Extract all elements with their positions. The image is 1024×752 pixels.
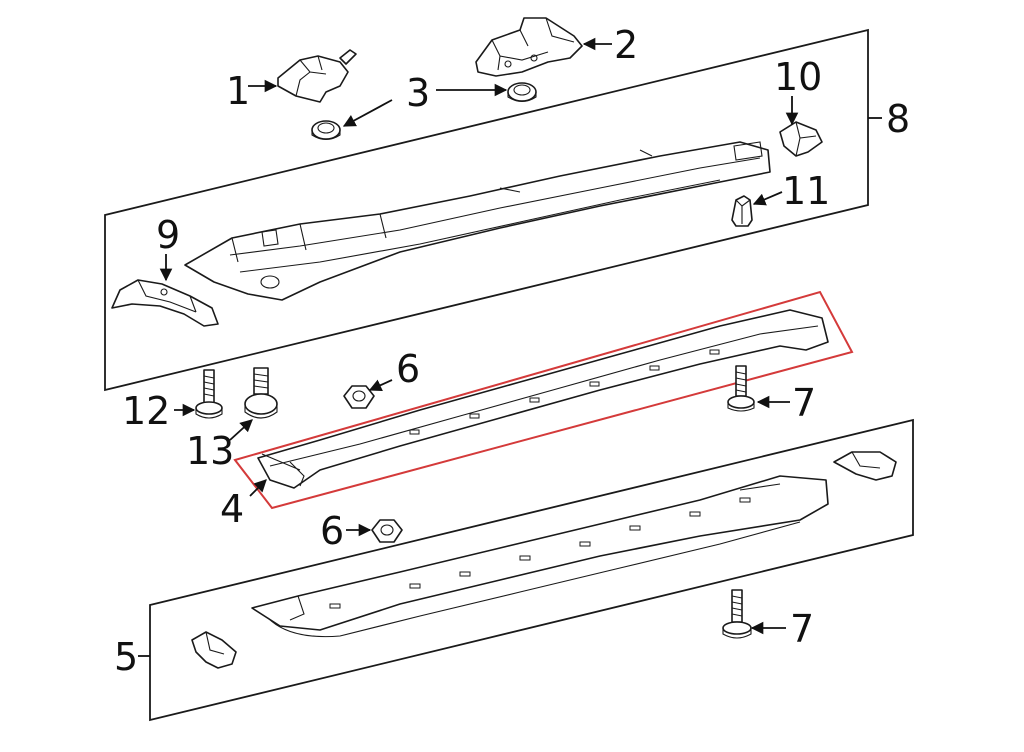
leader-3-lower [342, 99, 393, 127]
nut-part-6-lower[interactable] [371, 519, 403, 543]
leader-4 [249, 479, 267, 497]
upper-sill-rail[interactable] [184, 141, 771, 301]
callout-6-lower: 6 [320, 509, 344, 553]
callout-9: 9 [156, 213, 180, 257]
leader-13 [229, 419, 253, 441]
callout-1: 1 [226, 69, 250, 113]
lower-assembly-panel [149, 418, 914, 722]
callout-10: 10 [774, 55, 822, 99]
callout-4: 4 [220, 487, 244, 531]
screw-part-7-lower[interactable] [722, 589, 752, 639]
leader-11 [752, 191, 783, 206]
sill-molding-part-4[interactable] [257, 309, 829, 489]
callout-12: 12 [122, 389, 170, 433]
callout-3: 3 [406, 71, 430, 115]
rocker-cover-part-5[interactable] [251, 475, 829, 638]
callout-7-upper: 7 [792, 381, 816, 425]
screw-part-7-upper[interactable] [727, 365, 755, 412]
callout-2: 2 [614, 23, 638, 67]
upper-assembly-panel [104, 28, 869, 392]
pin-part-11[interactable] [731, 195, 753, 227]
clip-lower-right[interactable] [833, 451, 897, 481]
leader-6-upper [368, 379, 393, 392]
clip-part-10[interactable] [779, 121, 823, 157]
callout-6-upper: 6 [396, 347, 420, 391]
stud-part-13[interactable] [244, 367, 278, 419]
callout-13: 13 [186, 429, 234, 473]
clip-lower-left[interactable] [191, 631, 237, 669]
callout-5: 5 [114, 635, 138, 679]
nut-part-3-lower[interactable] [311, 120, 341, 141]
end-cap-part-9[interactable] [111, 279, 219, 327]
bracket-part-1[interactable] [277, 49, 357, 103]
bolt-part-12[interactable] [195, 369, 223, 419]
nut-part-3-upper[interactable] [507, 82, 537, 103]
callout-7-lower: 7 [790, 607, 814, 651]
nut-part-6-upper[interactable] [343, 385, 375, 409]
callout-8: 8 [886, 97, 910, 141]
callout-11: 11 [782, 169, 830, 213]
bracket-part-2[interactable] [475, 17, 583, 77]
